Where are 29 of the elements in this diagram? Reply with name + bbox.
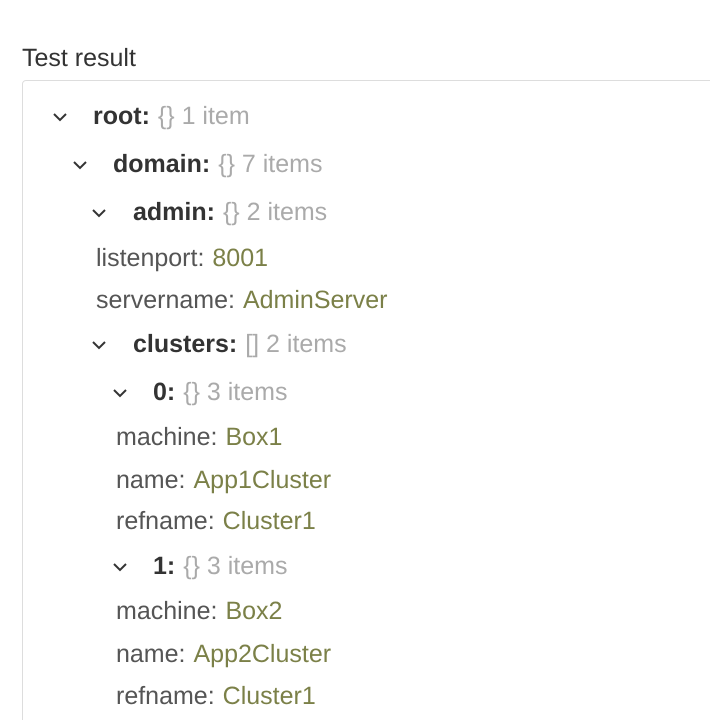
property-key: domain: <box>113 149 210 179</box>
property-value: App2Cluster <box>193 639 332 669</box>
property-key: machine: <box>116 596 218 626</box>
item-count: {} 7 items <box>218 149 322 179</box>
property-value: AdminServer <box>242 285 388 315</box>
property-value: Box1 <box>225 422 282 452</box>
item-count: [] 2 items <box>245 329 347 359</box>
property-key: refname: <box>116 681 215 711</box>
property-key: listenport: <box>96 243 204 273</box>
property-key: admin: <box>133 197 215 227</box>
property-value: Cluster1 <box>222 506 316 536</box>
section-heading: Test result <box>22 43 136 73</box>
property-key: servername: <box>96 285 235 315</box>
item-count: {} 2 items <box>222 197 328 227</box>
property-key: 0: <box>153 377 176 407</box>
property-key: refname: <box>116 506 215 536</box>
property-key: machine: <box>116 422 218 452</box>
item-count: {} 3 items <box>183 377 288 407</box>
property-key: 1: <box>153 551 176 581</box>
property-key: name: <box>116 639 186 669</box>
property-value: 8001 <box>212 243 268 273</box>
property-key: root: <box>93 101 150 131</box>
property-value: Cluster1 <box>222 681 316 711</box>
property-value: App1Cluster <box>193 465 332 495</box>
item-count: {} 3 items <box>183 551 288 581</box>
property-key: name: <box>116 465 186 495</box>
item-count: {} 1 item <box>158 101 250 131</box>
property-value: Box2 <box>225 596 282 626</box>
property-key: clusters: <box>133 329 238 359</box>
